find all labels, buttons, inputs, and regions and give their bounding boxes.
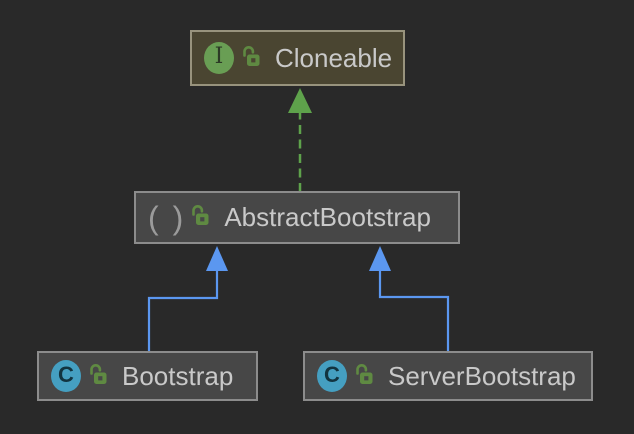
class-icon-letter: C: [324, 362, 340, 387]
node-label-server-bootstrap: ServerBootstrap: [388, 360, 576, 391]
class-icon: C: [317, 360, 347, 392]
arrowhead-icon: [206, 246, 228, 271]
edge-implements-abstractbootstrap-cloneable[interactable]: [288, 88, 312, 192]
interface-icon: I: [204, 42, 234, 74]
unlocked-icon: [354, 362, 374, 393]
node-bootstrap[interactable]: C Bootstrap: [37, 351, 258, 401]
node-cloneable[interactable]: I Cloneable: [190, 30, 405, 86]
abstract-class-icon: ( C ): [148, 199, 184, 236]
node-label-abstract-bootstrap: AbstractBootstrap: [224, 202, 431, 232]
node-abstract-bootstrap[interactable]: ( C ) AbstractBootstrap: [134, 191, 460, 244]
interface-icon-letter: I: [214, 44, 224, 69]
unlocked-icon: [190, 203, 210, 234]
edge-extends-bootstrap-abstractbootstrap[interactable]: [147, 246, 228, 353]
arrowhead-icon: [369, 246, 391, 271]
arrowhead-icon: [288, 88, 312, 113]
node-server-bootstrap[interactable]: C ServerBootstrap: [303, 351, 593, 401]
abstract-paren-left: (: [148, 199, 159, 236]
class-icon: C: [51, 360, 81, 392]
unlocked-icon: [88, 362, 108, 393]
edge-line: [378, 269, 450, 353]
node-label-bootstrap: Bootstrap: [122, 360, 234, 391]
abstract-paren-right: ): [172, 199, 184, 236]
edge-line: [147, 269, 219, 353]
class-icon-letter: C: [58, 362, 74, 387]
node-label-cloneable: Cloneable: [275, 42, 393, 73]
unlocked-icon: [241, 44, 261, 75]
edge-extends-serverbootstrap-abstractbootstrap[interactable]: [369, 246, 450, 353]
